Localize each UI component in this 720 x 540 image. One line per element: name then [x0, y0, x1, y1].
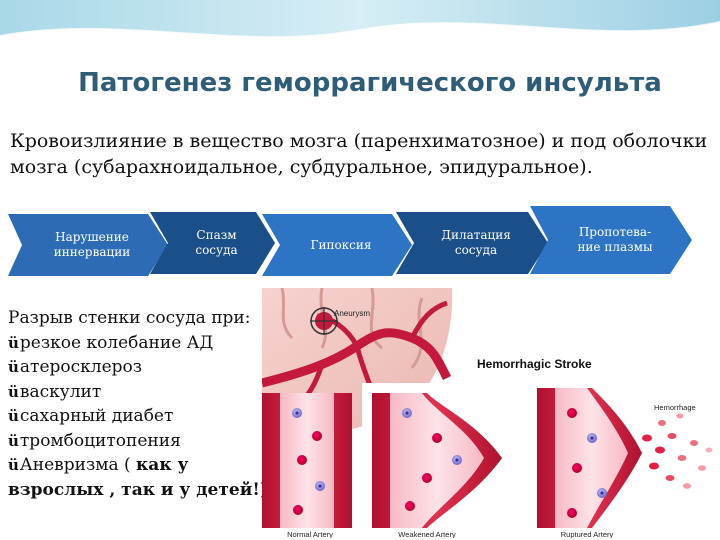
process-step-hypoxia: Гипоксия — [262, 214, 412, 276]
list-item: üатеросклероз — [8, 357, 143, 377]
step-label-line1: Нарушение — [55, 230, 129, 244]
check-icon: ü — [8, 407, 19, 425]
chevron-shape — [150, 212, 275, 274]
panel-weakened-artery: Weakened Artery — [362, 383, 532, 538]
list-item: üсахарный диабет — [8, 406, 174, 426]
causes-list: üрезкое колебание АД üатеросклероз üваск… — [8, 331, 270, 503]
causes-block: Разрыв стенки сосуда при: üрезкое колеба… — [8, 306, 270, 502]
process-step-plasma: Пропотева-ние плазмы — [530, 206, 692, 274]
list-item: üАневризма ( как у взрослых , так и у де… — [8, 455, 266, 500]
step-label-line2: ние плазмы — [577, 240, 653, 254]
chevron-shape — [396, 212, 548, 274]
panel-label-ruptured: Ruptured Artery — [561, 530, 614, 538]
illustration-heading: Hemorrhagic Stroke — [477, 357, 592, 371]
step-label-line1: Дилатация — [441, 228, 511, 242]
step-label-line1: Гипоксия — [310, 237, 372, 252]
check-icon: ü — [8, 456, 19, 474]
list-item: üрезкое колебание АД — [8, 332, 214, 353]
list-item: üтромбоцитопения — [8, 430, 181, 451]
step-label-line1: Пропотева- — [578, 225, 652, 239]
step-label-line2: сосуда — [454, 243, 498, 257]
aneurysm-label: Aneurysm — [334, 309, 370, 318]
slide-title: Патогенез геморрагического инсульта — [78, 68, 662, 98]
panel-label-weakened: Weakened Artery — [398, 530, 456, 538]
decorative-header-wave — [0, 0, 720, 39]
chevron-shape — [530, 206, 692, 274]
hemorrhage-label: Hemorrhage — [654, 403, 696, 412]
check-icon: ü — [8, 333, 19, 352]
check-icon: ü — [8, 431, 19, 450]
panel-normal-artery: Normal Artery — [262, 393, 352, 538]
intro-paragraph: Кровоизлияние в вещество мозга (паренхим… — [10, 130, 708, 178]
hemorrhage-cells — [642, 413, 713, 489]
step-label-line2: сосуда — [195, 243, 238, 257]
chevron-shape — [8, 214, 168, 276]
check-icon: ü — [8, 358, 19, 376]
hemorrhagic-stroke-illustration: Aneurysm Hemorrhagic Stroke Normal Arter… — [262, 288, 713, 538]
list-item: üваскулит — [8, 381, 102, 402]
check-icon: ü — [8, 382, 19, 401]
step-label-line1: Спазм — [196, 228, 237, 242]
causes-lead: Разрыв стенки сосуда при: — [8, 308, 251, 328]
chevron-shape — [262, 214, 412, 276]
panel-label-normal: Normal Artery — [287, 530, 333, 538]
step-label-line2: иннервации — [53, 245, 131, 259]
panel-ruptured-artery: Hemorrhage Ruptured Artery — [537, 388, 713, 538]
